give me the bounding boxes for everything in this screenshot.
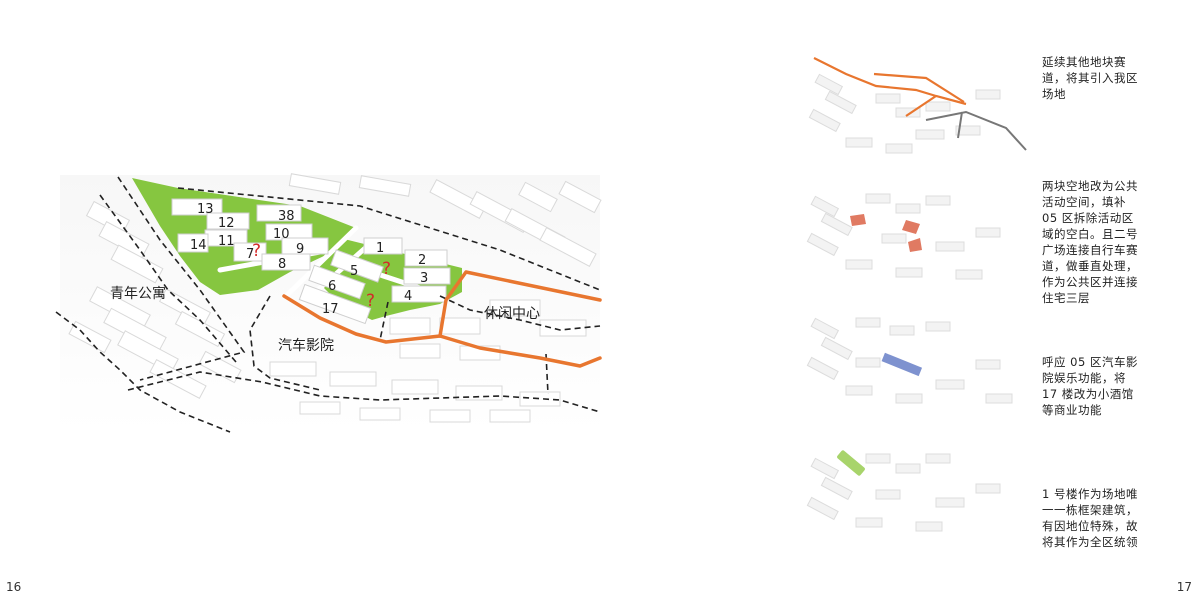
step-1-thumbnail <box>786 50 1034 165</box>
building-label: 14 <box>190 238 207 253</box>
building-label: 17 <box>322 302 339 317</box>
building-label: 10 <box>273 227 290 242</box>
building-label: 1 <box>376 241 384 256</box>
building-label: 12 <box>218 216 235 231</box>
building-label: 11 <box>218 234 235 249</box>
question-mark: ? <box>252 241 261 261</box>
step-2-thumbnail <box>786 176 1034 291</box>
step-1-text: 延续其他地块赛 道，将其引入我区 场地 <box>1042 54 1154 102</box>
building-label: 9 <box>296 242 304 257</box>
building-label: 5 <box>350 264 358 279</box>
building-label: 13 <box>197 202 214 217</box>
building-label: 4 <box>404 289 412 304</box>
step-4-text: 1 号楼作为场地唯 一一栋框架建筑， 有因地位特殊，故 将其作为全区统领 <box>1042 486 1154 550</box>
area-label-leisure-center: 休闲中心 <box>484 306 540 322</box>
step-2-text: 两块空地改为公共 活动空间，填补 05 区拆除活动区 域的空白。且二号 广场连接… <box>1042 178 1154 306</box>
step-3-text: 呼应 05 区汽车影 院娱乐功能，将 17 楼改为小酒馆 等商业功能 <box>1042 354 1154 418</box>
building-label: 38 <box>278 209 295 224</box>
step-4-thumbnail <box>786 424 1034 539</box>
main-site-map: 13 12 38 11 10 14 9 7 8 1 2 5 3 6 4 17 ?… <box>0 0 620 600</box>
building-label: 3 <box>420 271 428 286</box>
page-number-right: 17 <box>1177 580 1192 594</box>
building-label: 6 <box>328 279 336 294</box>
building-label: 8 <box>278 257 286 272</box>
area-label-youth-apartment: 青年公寓 <box>110 285 166 302</box>
question-mark: ? <box>382 259 391 279</box>
step-3-thumbnail <box>786 300 1034 415</box>
building-label: 2 <box>418 253 426 268</box>
question-mark: ? <box>366 291 375 311</box>
area-label-drive-in-cinema: 汽车影院 <box>278 337 334 354</box>
